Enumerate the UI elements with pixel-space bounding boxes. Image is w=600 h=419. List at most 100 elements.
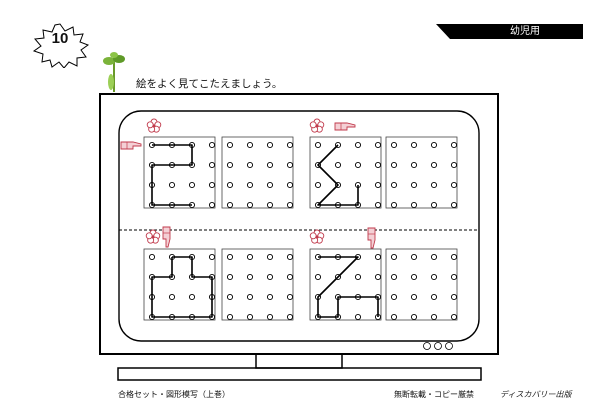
copy-grid-frame xyxy=(221,248,294,321)
grid-dot xyxy=(430,181,438,189)
grid-dot xyxy=(314,181,322,189)
grid-dot xyxy=(374,273,382,281)
model-paths xyxy=(151,144,379,318)
grid-dot xyxy=(374,181,382,189)
grid-dot xyxy=(226,201,234,209)
grid-dot xyxy=(226,313,234,321)
footer-series-title: 合格セット・図形模写（上巻） xyxy=(118,390,230,399)
pointing-hand-icon xyxy=(367,227,376,249)
number-badge xyxy=(32,23,90,68)
pointing-hand-icon xyxy=(162,226,171,248)
copy-grid-frame xyxy=(385,248,458,321)
grid-dot xyxy=(266,313,274,321)
flower-icon xyxy=(145,229,161,244)
grid-dot xyxy=(314,273,322,281)
grid-dot xyxy=(390,253,398,261)
grid-dot xyxy=(246,253,254,261)
grid-dot xyxy=(208,181,216,189)
grid-dot xyxy=(188,293,196,301)
model-grid-frame xyxy=(309,136,382,209)
grid-dot xyxy=(266,141,274,149)
grid-dot xyxy=(226,253,234,261)
grid-dot xyxy=(246,201,254,209)
grid-dot xyxy=(286,253,294,261)
grid-dot xyxy=(246,181,254,189)
grid-dot xyxy=(168,293,176,301)
grid-dot xyxy=(226,181,234,189)
copy-grid-frame xyxy=(221,136,294,209)
grid-dot xyxy=(390,141,398,149)
grid-dot xyxy=(354,313,362,321)
footer-publisher: ディスカバリー出版 xyxy=(500,390,572,399)
grid-dot xyxy=(430,141,438,149)
flower-icon xyxy=(309,118,325,133)
grid-dot xyxy=(246,141,254,149)
grid-dot xyxy=(266,293,274,301)
pointing-hand-icon xyxy=(120,141,142,150)
copy-grid-frame xyxy=(385,136,458,209)
grid-dot xyxy=(410,293,418,301)
grid-dot xyxy=(334,161,342,169)
grid-dot xyxy=(266,273,274,281)
grid-dot xyxy=(208,141,216,149)
grid-dot xyxy=(430,313,438,321)
grid-dot xyxy=(374,161,382,169)
instruction-text: 絵をよく見てこたえましょう。 xyxy=(136,78,283,90)
grid-dot xyxy=(410,273,418,281)
pointing-hand-icon xyxy=(334,122,356,131)
screen-panel xyxy=(118,110,480,342)
grid-dot xyxy=(286,313,294,321)
grid-dot xyxy=(430,161,438,169)
dot-grids xyxy=(143,136,458,321)
grid-dot xyxy=(246,161,254,169)
grid-dot xyxy=(286,161,294,169)
problem-number: 10 xyxy=(51,30,69,47)
grid-dot xyxy=(390,293,398,301)
grid-dot xyxy=(390,273,398,281)
grid-dot xyxy=(266,253,274,261)
grid-dot xyxy=(286,181,294,189)
grid-dot xyxy=(410,141,418,149)
monitor-neck xyxy=(255,353,343,369)
grid-dot xyxy=(208,201,216,209)
grid-dot xyxy=(354,161,362,169)
grid-dot xyxy=(450,253,458,261)
grid-dot xyxy=(188,181,196,189)
grid-dot xyxy=(314,141,322,149)
grid-dot xyxy=(246,293,254,301)
plant-icon xyxy=(103,52,125,92)
grid-dot xyxy=(430,201,438,209)
grid-dot xyxy=(374,141,382,149)
flower-icon xyxy=(146,118,162,133)
page-marker xyxy=(423,342,453,350)
grid-dot xyxy=(354,273,362,281)
grid-dot xyxy=(226,161,234,169)
grid-dot xyxy=(226,273,234,281)
grid-dot xyxy=(450,293,458,301)
grid-dot xyxy=(286,201,294,209)
grid-dot xyxy=(354,141,362,149)
grid-dot xyxy=(266,181,274,189)
icons xyxy=(120,118,376,249)
grid-dot xyxy=(266,161,274,169)
monitor-base xyxy=(117,367,482,381)
flower-icon xyxy=(309,229,325,244)
monitor-frame xyxy=(99,93,499,355)
grid-dot xyxy=(450,161,458,169)
grid-dot xyxy=(430,293,438,301)
model-path-bottom-left xyxy=(151,256,213,318)
grid-dot xyxy=(390,201,398,209)
age-tag-shape xyxy=(436,24,583,39)
grid-dot xyxy=(410,313,418,321)
age-tag-label: 幼児用 xyxy=(510,26,540,37)
grid-dot xyxy=(450,201,458,209)
model-grid-frame xyxy=(143,248,216,321)
grid-dot xyxy=(286,141,294,149)
grid-dot xyxy=(226,293,234,301)
grid-dot xyxy=(390,181,398,189)
grid-dot xyxy=(266,201,274,209)
grid-dot xyxy=(390,161,398,169)
grid-dot xyxy=(286,273,294,281)
grid-dot xyxy=(374,201,382,209)
